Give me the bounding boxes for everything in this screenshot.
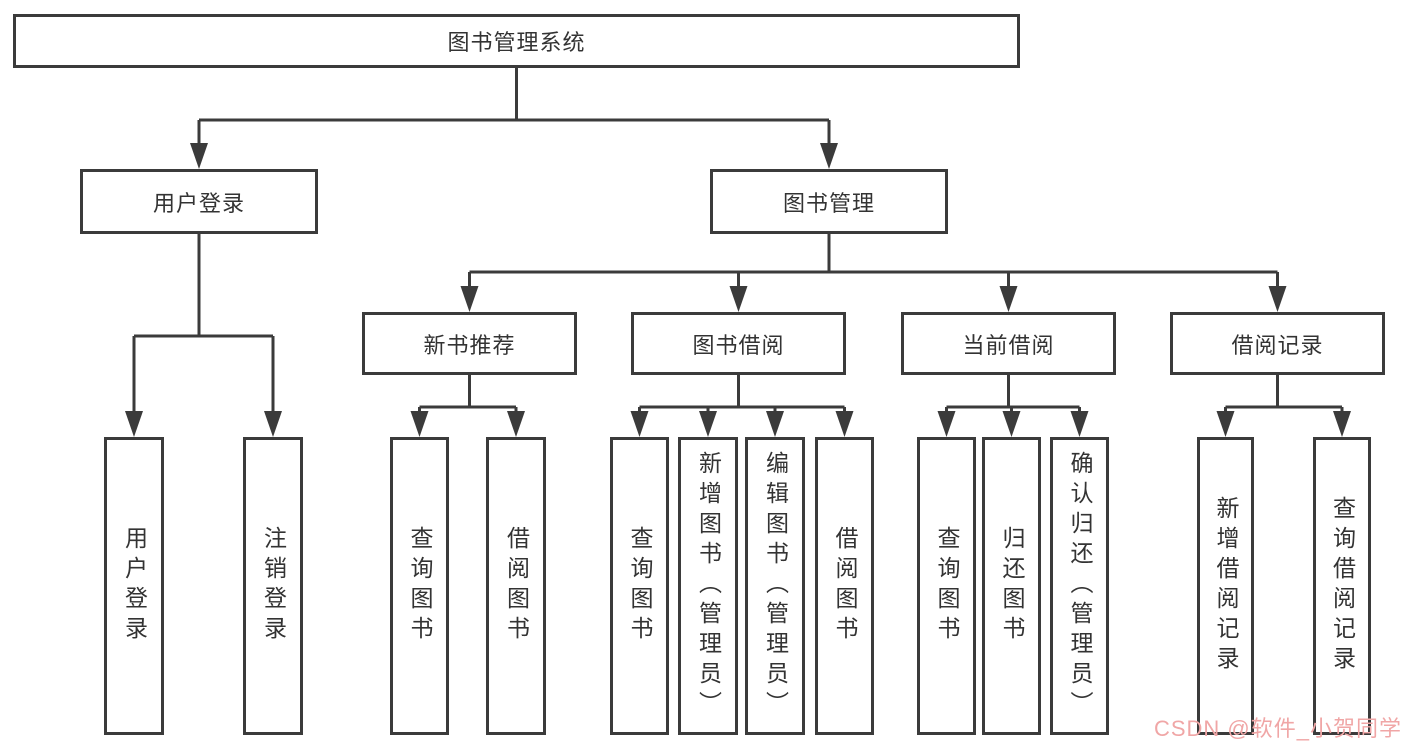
connector-current-borrow-to-leaves: [937, 374, 1089, 437]
node-label: 用户登录: [121, 526, 148, 646]
node-borrow-records: 借阅记录: [1170, 312, 1385, 375]
node-label: 新增借阅记录: [1213, 496, 1239, 676]
connector-borrow-records-to-leaves: [1216, 374, 1351, 437]
leaf-cb-query-books: 查询图书: [917, 437, 976, 735]
arrowhead: [1333, 411, 1351, 437]
leaf-logout: 注销登录: [243, 437, 303, 735]
arrowhead: [460, 286, 479, 312]
node-label: 借阅图书: [832, 526, 858, 646]
node-label: 注销登录: [260, 526, 287, 646]
connector-user-login-to-leaves: [125, 233, 282, 437]
arrowhead: [125, 411, 143, 437]
arrowhead: [820, 143, 838, 169]
node-label: 查询图书: [934, 526, 960, 646]
connector-book-management-to-level3: [460, 233, 1287, 312]
node-label: 新书推荐: [423, 332, 516, 358]
connector-root-to-level2: [190, 68, 838, 169]
node-label: 归还图书: [999, 526, 1025, 646]
node-label: 借阅图书: [503, 526, 530, 646]
arrowhead: [999, 286, 1018, 312]
node-label: 确认归还（管理员）: [1067, 451, 1093, 721]
node-label: 编辑图书（管理员）: [762, 451, 789, 721]
node-label: 图书管理: [782, 190, 875, 216]
node-label: 图书借阅: [692, 332, 785, 358]
arrowhead: [264, 411, 282, 437]
arrowhead: [766, 411, 784, 437]
node-new-book-recommend: 新书推荐: [362, 312, 577, 375]
node-label: 查询图书: [627, 526, 653, 646]
leaf-cb-return-books: 归还图书: [982, 437, 1041, 735]
arrowhead: [937, 411, 956, 437]
leaf-nb-borrow-books: 借阅图书: [486, 437, 546, 735]
node-current-borrow: 当前借阅: [901, 312, 1116, 375]
node-book-management: 图书管理: [710, 169, 948, 234]
leaf-br-add-record: 新增借阅记录: [1197, 437, 1254, 735]
leaf-bb-borrow-books: 借阅图书: [815, 437, 874, 735]
leaf-br-query-record: 查询借阅记录: [1313, 437, 1371, 735]
node-label: 查询借阅记录: [1329, 496, 1356, 676]
arrowhead: [1268, 286, 1287, 312]
leaf-bb-add-books-admin: 新增图书（管理员）: [678, 437, 738, 735]
arrowhead: [1070, 411, 1089, 437]
node-library-management-system: 图书管理系统: [13, 14, 1020, 68]
arrowhead: [630, 411, 649, 437]
arrowhead: [729, 286, 748, 312]
arrowhead: [1216, 411, 1235, 437]
arrowhead: [835, 411, 854, 437]
leaf-cb-confirm-return-admin: 确认归还（管理员）: [1050, 437, 1109, 735]
node-label: 当前借阅: [962, 332, 1055, 358]
connector-new-book-to-leaves: [410, 374, 525, 437]
csdn-watermark: CSDN @软件_小贺同学: [1153, 716, 1402, 741]
connector-book-borrow-to-leaves: [630, 374, 854, 437]
leaf-user-login: 用户登录: [104, 437, 164, 735]
node-label: 借阅记录: [1231, 332, 1324, 358]
arrowhead: [190, 143, 208, 169]
arrowhead: [699, 411, 717, 437]
arrowhead: [507, 411, 525, 437]
node-label: 用户登录: [152, 190, 245, 216]
arrowhead: [1002, 411, 1021, 437]
node-label: 图书管理系统: [447, 30, 586, 55]
node-label: 查询图书: [407, 526, 433, 646]
arrowhead: [410, 411, 429, 437]
node-label: 新增图书（管理员）: [695, 451, 722, 721]
leaf-nb-query-books: 查询图书: [390, 437, 449, 735]
leaf-bb-query-books: 查询图书: [610, 437, 669, 735]
node-user-login: 用户登录: [80, 169, 318, 234]
leaf-bb-edit-books-admin: 编辑图书（管理员）: [745, 437, 805, 735]
node-book-borrow: 图书借阅: [631, 312, 846, 375]
